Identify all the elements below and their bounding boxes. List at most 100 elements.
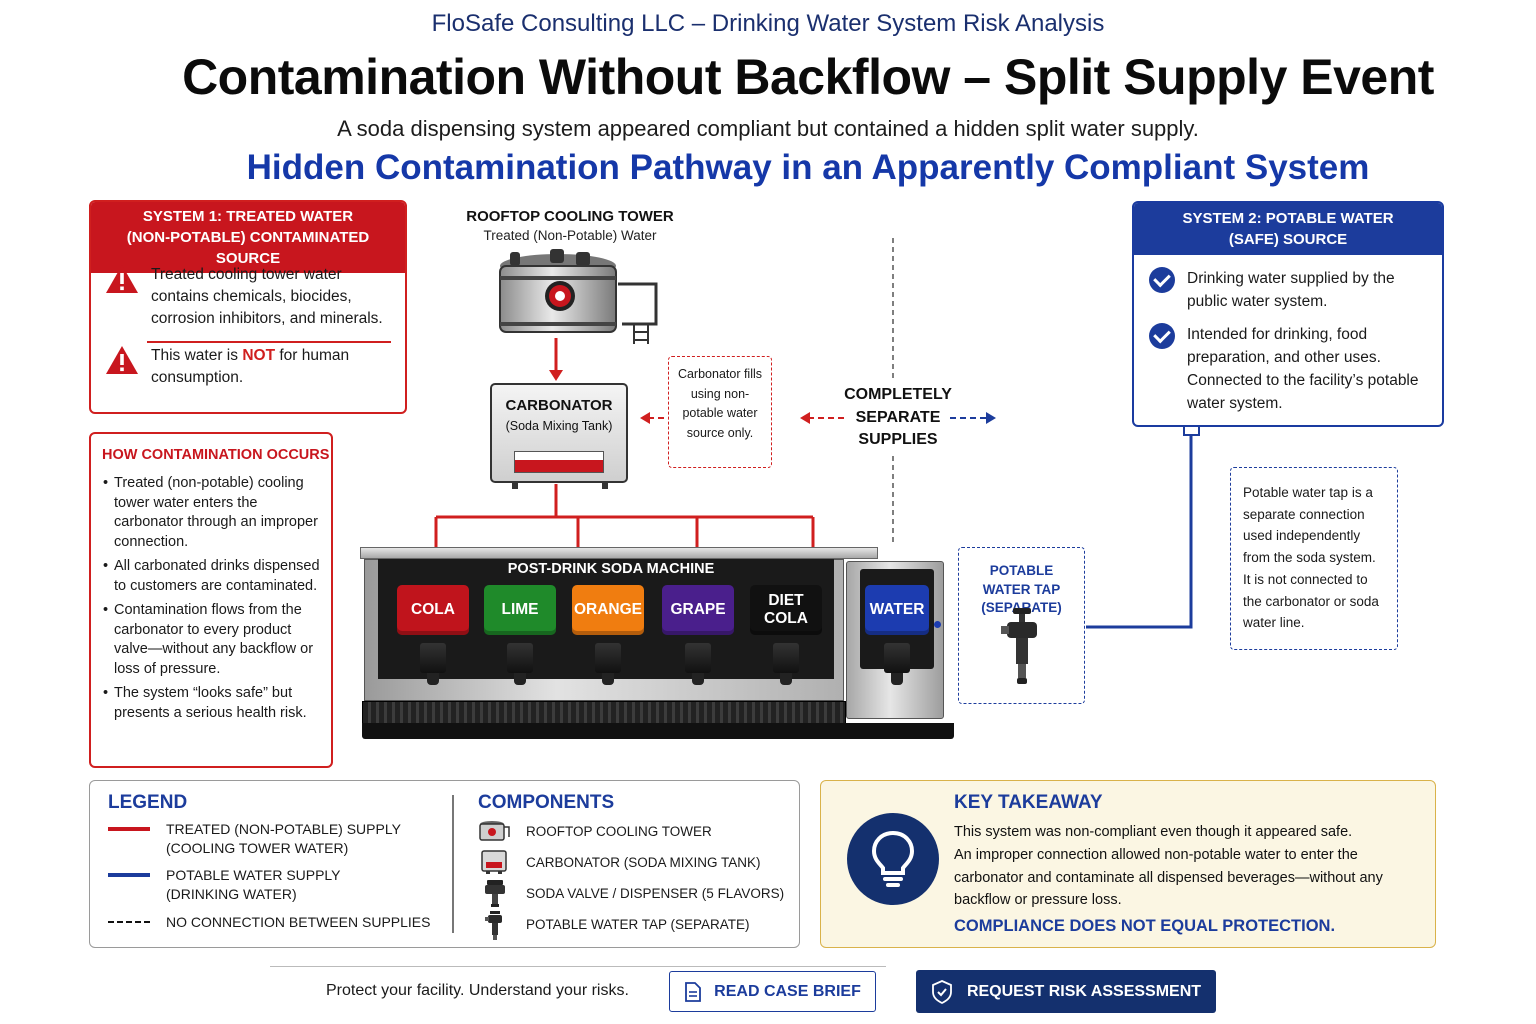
- page-title: Contamination Without Backflow – Split S…: [182, 49, 1434, 105]
- valve-unit[interactable]: ORANGE: [572, 585, 644, 685]
- tower-subtitle: Treated (Non-Potable) Water: [483, 228, 657, 243]
- valve-diet-cola-button[interactable]: DIET COLA: [750, 585, 822, 635]
- nozzle-tip: [780, 673, 792, 685]
- system1-head-line1: SYSTEM 1: TREATED WATER: [142, 208, 354, 225]
- warning-2-not: NOT: [242, 347, 276, 364]
- check-icon: [1149, 323, 1175, 349]
- water-indicator-icon: [934, 621, 941, 628]
- water-valve-unit[interactable]: WATER: [865, 585, 929, 685]
- tower-title: ROOFTOP COOLING TOWER: [466, 208, 674, 225]
- system1-header: SYSTEM 1: TREATED WATER (NON-POTABLE) CO…: [91, 202, 405, 273]
- system2-head-line2: (SAFE) SOURCE: [1228, 231, 1348, 248]
- request-risk-assessment-button[interactable]: REQUEST RISK ASSESSMENT: [916, 970, 1216, 1013]
- valve-lime-button[interactable]: LIME: [484, 585, 556, 635]
- legend-line-red: [108, 827, 150, 831]
- legend-item-treated-sub: (COOLING TOWER WATER): [166, 840, 349, 856]
- contamination-bullet: Contamination flows from the carbonator …: [103, 601, 323, 679]
- system1-warning-2-text: This water is NOT for human consumption.: [151, 345, 395, 389]
- legend-item-no-connection: NO CONNECTION BETWEEN SUPPLIES: [166, 914, 431, 930]
- drip-tray: [362, 701, 846, 725]
- water-tap-icon: [1001, 608, 1037, 684]
- separate-supplies-label: COMPLETELY SEPARATE SUPPLIES: [844, 386, 952, 448]
- system2-header: SYSTEM 2: POTABLE WATER (SAFE) SOURCE: [1134, 203, 1442, 255]
- potable-tap-box: POTABLE WATER TAP (SEPARATE): [958, 547, 1085, 704]
- carbonator-box: CARBONATOR (Soda Mixing Tank): [490, 383, 628, 489]
- separate-arrowhead-blue-icon: [986, 412, 996, 424]
- contamination-bullet: Treated (non-potable) cooling tower wate…: [103, 474, 323, 552]
- nozzle-icon: [420, 643, 446, 673]
- valve-unit[interactable]: COLA: [397, 585, 469, 685]
- carbonator-tank-level: [514, 451, 604, 473]
- system2-point-2: Intended for drinking, food preparation,…: [1149, 323, 1431, 415]
- soda-valve-icon: [485, 880, 505, 907]
- system2-head-line1: SYSTEM 2: POTABLE WATER: [1182, 210, 1394, 227]
- warning-icon: [106, 265, 138, 293]
- components-title: COMPONENTS: [478, 792, 615, 813]
- potable-tap-note-text: Potable water tap is a separate connecti…: [1243, 485, 1379, 631]
- takeaway-body: An improper connection allowed non-potab…: [954, 847, 1383, 908]
- valve-orange-button[interactable]: ORANGE: [572, 585, 644, 635]
- legend-item-potable-sub: (DRINKING WATER): [166, 886, 297, 902]
- footer-tagline: Protect your facility. Understand your r…: [326, 982, 629, 999]
- system2-card: SYSTEM 2: POTABLE WATER (SAFE) SOURCE Dr…: [1132, 201, 1444, 427]
- carbonator-icon: [481, 850, 507, 874]
- contamination-bullet: All carbonated drinks dispensed to custo…: [103, 557, 323, 596]
- valve-grape-button[interactable]: GRAPE: [662, 585, 734, 635]
- request-risk-assessment-label: REQUEST RISK ASSESSMENT: [966, 982, 1202, 1000]
- nozzle-icon: [773, 643, 799, 673]
- document-icon: [685, 981, 702, 1002]
- company-header: FloSafe Consulting LLC – Drinking Water …: [431, 10, 1105, 37]
- system1-warning-2: This water is NOT for human consumption.: [105, 345, 395, 389]
- carbonator-feet: [512, 481, 608, 489]
- machine-title: POST-DRINK SODA MACHINE: [507, 561, 715, 577]
- valve-water-button[interactable]: WATER: [865, 585, 929, 635]
- contamination-title: HOW CONTAMINATION OCCURS: [102, 447, 330, 463]
- carbonator-note-text: Carbonator fills using non-potable water…: [677, 367, 763, 440]
- contamination-bullet: The system “looks safe” but presents a s…: [103, 684, 323, 723]
- nozzle-tip: [427, 673, 439, 685]
- nozzle-tip: [891, 673, 903, 685]
- nozzle-tip: [514, 673, 526, 685]
- component-valve-label: SODA VALVE / DISPENSER (5 FLAVORS): [526, 886, 785, 901]
- carbonator-subtitle: (Soda Mixing Tank): [505, 419, 613, 433]
- valve-unit[interactable]: GRAPE: [662, 585, 734, 685]
- legend-item-treated: TREATED (NON-POTABLE) SUPPLY (COOLING TO…: [166, 820, 401, 858]
- valve-unit[interactable]: LIME: [484, 585, 556, 685]
- warning-2-pre: This water is: [151, 347, 243, 364]
- carbonator-title: CARBONATOR: [505, 397, 613, 414]
- soda-machine: POST-DRINK SODA MACHINE COLA LIME ORANGE…: [360, 547, 954, 741]
- system2-point-1-text: Drinking water supplied by the public wa…: [1187, 270, 1395, 310]
- contamination-bullets: Treated (non-potable) cooling tower wate…: [103, 474, 323, 728]
- valve-unit[interactable]: DIET COLA: [750, 585, 822, 685]
- check-icon: [1149, 267, 1175, 293]
- takeaway-title: KEY TAKEAWAY: [954, 792, 1103, 813]
- shield-check-icon: [932, 979, 952, 1004]
- potable-supply-pipe: [1086, 435, 1193, 629]
- separate-arrowhead-red-icon: [800, 412, 810, 424]
- nozzle-icon: [507, 643, 533, 673]
- nozzle-icon: [884, 643, 910, 673]
- legend-components-box: LEGEND TREATED (NON-POTABLE) SUPPLY (COO…: [89, 780, 800, 948]
- lightbulb-icon: [871, 830, 915, 887]
- valve-cola-button[interactable]: COLA: [397, 585, 469, 635]
- system1-head-line2: (NON-POTABLE) CONTAMINATED SOURCE: [126, 229, 370, 267]
- warning-2-post: for human consumption.: [151, 347, 350, 386]
- legend-item-potable-label: POTABLE WATER SUPPLY: [166, 867, 341, 883]
- nozzle-tip: [602, 673, 614, 685]
- takeaway-emphasis: COMPLIANCE DOES NOT EQUAL PROTECTION.: [954, 917, 1336, 935]
- cooling-tower-icon: [499, 249, 658, 344]
- system2-point-2-text: Intended for drinking, food preparation,…: [1187, 326, 1419, 412]
- legend-line-dashed: [108, 921, 150, 923]
- legend-title: LEGEND: [108, 792, 188, 813]
- nozzle-icon: [685, 643, 711, 673]
- takeaway-line1: This system was non-compliant even thoug…: [954, 824, 1353, 840]
- potable-tap-note: Potable water tap is a separate connecti…: [1230, 467, 1398, 650]
- legend-item-treated-label: TREATED (NON-POTABLE) SUPPLY: [166, 821, 401, 837]
- tower-arrow-down-icon: [549, 370, 563, 381]
- read-case-brief-label: READ CASE BRIEF: [714, 982, 861, 1000]
- contamination-card: HOW CONTAMINATION OCCURS Treated (non-po…: [89, 432, 333, 768]
- read-case-brief-button[interactable]: READ CASE BRIEF: [669, 971, 876, 1012]
- system2-point-1: Drinking water supplied by the public wa…: [1149, 267, 1431, 313]
- note-arrowhead-icon: [640, 412, 650, 424]
